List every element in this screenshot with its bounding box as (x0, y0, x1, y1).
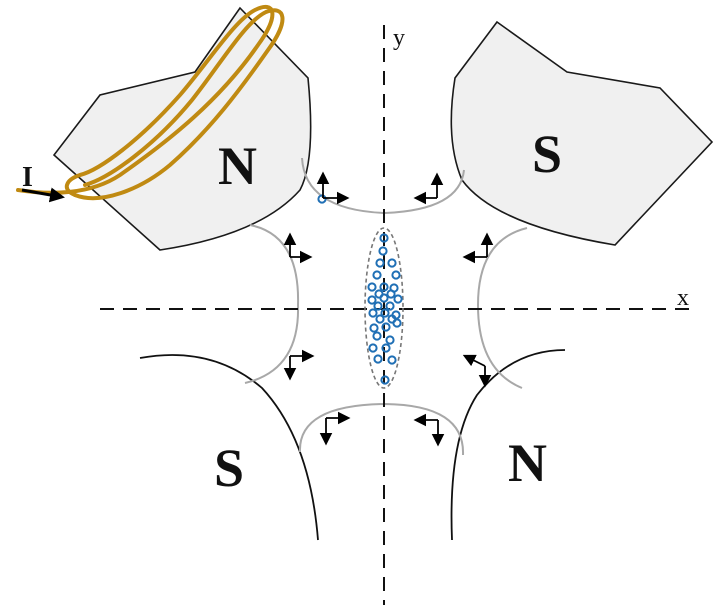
pole-bottom-right-edge (450, 349, 566, 541)
field-line-left (244, 224, 300, 384)
particle-icon (379, 293, 389, 303)
pole-label-top-left: N (218, 136, 257, 196)
particle-icon (372, 270, 382, 280)
particle-icon (385, 301, 395, 311)
particle-icon (385, 335, 395, 345)
particle-icon (379, 282, 389, 292)
force-arrow-icon (283, 232, 313, 264)
particle-icon (379, 233, 389, 243)
beam-envelope (364, 227, 404, 389)
pole-label-bottom-right: N (508, 433, 547, 493)
force-arrow-icon (462, 232, 494, 264)
force-arrow-icon (413, 172, 444, 205)
particle-icon (369, 323, 379, 333)
force-arrow-icon (462, 354, 492, 388)
particle-icon (392, 318, 402, 328)
particle-icon (368, 343, 378, 353)
particle-icon (380, 308, 390, 318)
particle-icon (380, 375, 390, 385)
particle-icon (373, 354, 383, 364)
particle-icon (387, 258, 397, 268)
particle-icon (378, 246, 388, 256)
force-arrow-icon (316, 171, 350, 205)
particle-icon (373, 301, 383, 311)
particle-cloud (317, 194, 403, 385)
particle-icon (375, 314, 385, 324)
pole-label-top-right: S (532, 124, 562, 184)
particle-icon (386, 289, 396, 299)
particle-icon (393, 294, 403, 304)
current-label: I (22, 162, 33, 193)
particle-icon (375, 258, 385, 268)
particle-icon (368, 308, 378, 318)
particle-icon (391, 270, 401, 280)
pole-label-bottom-left: S (214, 438, 244, 498)
particle-icon (317, 194, 327, 204)
particle-icon (372, 331, 382, 341)
field-line-right (476, 227, 528, 389)
particle-icon (367, 282, 377, 292)
particle-icon (381, 322, 391, 332)
force-arrow-icon (319, 411, 351, 446)
force-arrow-icon (413, 413, 445, 447)
x-axis-label: x (677, 285, 689, 311)
particle-icon (381, 343, 391, 353)
particle-icon (367, 295, 377, 305)
force-arrow-icon (283, 349, 315, 381)
current-arrow-icon (21, 187, 65, 203)
coil-icon (16, 4, 285, 201)
pole-top-right (450, 20, 714, 246)
y-axis-label: y (393, 25, 405, 51)
particle-icon (387, 355, 397, 365)
pole-bottom-left-edge (139, 354, 319, 541)
